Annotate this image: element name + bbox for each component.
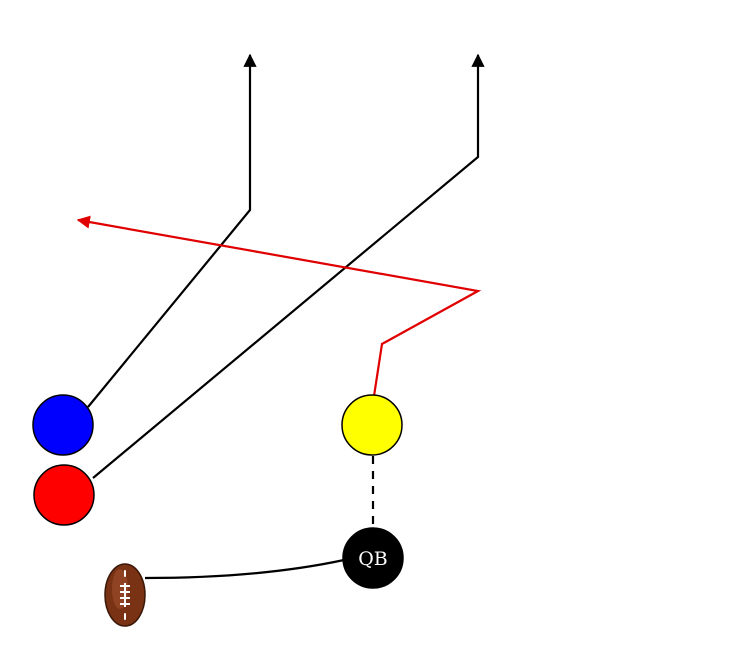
route-yellow-receiver <box>76 215 482 397</box>
player-yellow-receiver[interactable] <box>341 394 403 456</box>
ball-path <box>144 558 345 580</box>
football-icon[interactable] <box>104 563 146 627</box>
route-red-receiver <box>92 53 485 479</box>
route-blue-receiver <box>87 53 257 408</box>
player-quarterback[interactable]: QB <box>342 527 404 589</box>
player-blue-receiver[interactable] <box>32 394 94 456</box>
player-red-receiver[interactable] <box>33 464 95 526</box>
qb-label: QB <box>358 548 388 570</box>
